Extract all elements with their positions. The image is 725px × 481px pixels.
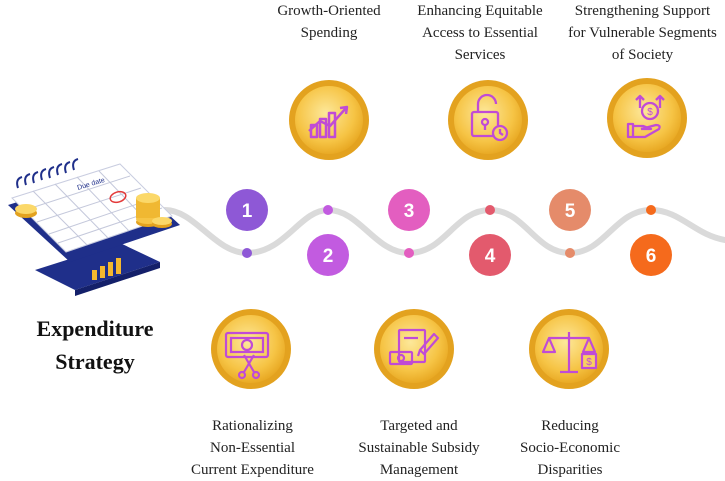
hand-dollar-icon: $ xyxy=(626,94,665,139)
caption-socio-economic: Reducing Socio-Economic Disparities xyxy=(500,415,640,481)
coin-growth xyxy=(289,80,369,160)
title-line: Strategy xyxy=(55,349,135,374)
step-4-number: 4 xyxy=(485,246,496,267)
step-6-circle xyxy=(630,234,672,276)
diagram-title: Expenditure Strategy xyxy=(10,312,180,378)
caption-line: Strengthening Support xyxy=(574,3,711,19)
caption-line: Spending xyxy=(300,25,358,41)
caption-line: Current Expenditure xyxy=(191,462,314,478)
caption-line: Services xyxy=(454,47,506,63)
path-dot xyxy=(646,205,656,215)
step-5-number: 5 xyxy=(565,201,576,222)
step-1: 1 xyxy=(226,189,268,231)
coin-rationalizing xyxy=(211,309,291,389)
caption-line: Management xyxy=(379,462,459,478)
step-6-number: 6 xyxy=(646,246,657,267)
step-2-number: 2 xyxy=(323,246,334,267)
balance-scale-icon: $ xyxy=(541,332,598,374)
caption-line: Non-Essential xyxy=(210,440,295,456)
growth-chart-icon xyxy=(308,105,349,139)
caption-rationalizing: Rationalizing Non-Essential Current Expe… xyxy=(180,415,325,481)
caption-growth-oriented-spending: Growth-Oriented Spending xyxy=(254,0,404,44)
step-3: 3 xyxy=(388,189,430,231)
step-3-number: 3 xyxy=(404,201,415,222)
cut-money-icon xyxy=(224,331,270,380)
coin-disparities: $ xyxy=(529,309,609,389)
svg-text:$: $ xyxy=(647,107,653,118)
step-1-number: 1 xyxy=(242,201,253,222)
coin-stack xyxy=(136,193,172,228)
step-6: 6 xyxy=(630,234,672,276)
caption-line: Socio-Economic xyxy=(520,440,620,456)
coin-pair xyxy=(15,204,37,218)
caption-line: Access to Essential xyxy=(422,25,538,41)
caption-line: for Vulnerable Segments xyxy=(568,25,717,41)
coin-access xyxy=(448,80,528,160)
caption-line: Targeted and xyxy=(380,418,458,434)
step-3-circle xyxy=(388,189,430,231)
step-2: 2 xyxy=(307,234,349,276)
caption-line: Growth-Oriented xyxy=(277,3,381,19)
path-dot xyxy=(404,248,414,258)
coin-support: $ xyxy=(607,78,687,158)
calendar-keyboard-illustration: Due date xyxy=(8,158,180,296)
svg-text:$: $ xyxy=(586,357,592,368)
wavy-path xyxy=(162,206,725,257)
step-5: 5 xyxy=(549,189,591,231)
step-4: 4 xyxy=(469,234,511,276)
money-pen-icon xyxy=(388,328,440,366)
step-1-circle xyxy=(226,189,268,231)
caption-line: of Society xyxy=(611,47,674,63)
path-dot xyxy=(485,205,495,215)
caption-line: Sustainable Subsidy xyxy=(358,440,480,456)
caption-line: Enhancing Equitable xyxy=(417,3,543,19)
caption-line: Disparities xyxy=(537,462,603,478)
path-dot xyxy=(565,248,575,258)
coin-subsidy xyxy=(374,309,454,389)
caption-equitable-access: Enhancing Equitable Access to Essential … xyxy=(405,0,555,66)
step-2-circle xyxy=(307,234,349,276)
path-dot xyxy=(323,205,333,215)
path-dot xyxy=(242,248,252,258)
title-line: Expenditure xyxy=(36,316,154,341)
step-5-circle xyxy=(549,189,591,231)
calendar-sheet xyxy=(11,163,173,253)
step-4-circle xyxy=(469,234,511,276)
caption-subsidy-management: Targeted and Sustainable Subsidy Managem… xyxy=(344,415,494,481)
caption-line: Rationalizing xyxy=(212,418,293,434)
caption-line: Reducing xyxy=(541,418,599,434)
caption-support-vulnerable: Strengthening Support for Vulnerable Seg… xyxy=(560,0,725,66)
padlock-clock-icon xyxy=(470,93,509,142)
